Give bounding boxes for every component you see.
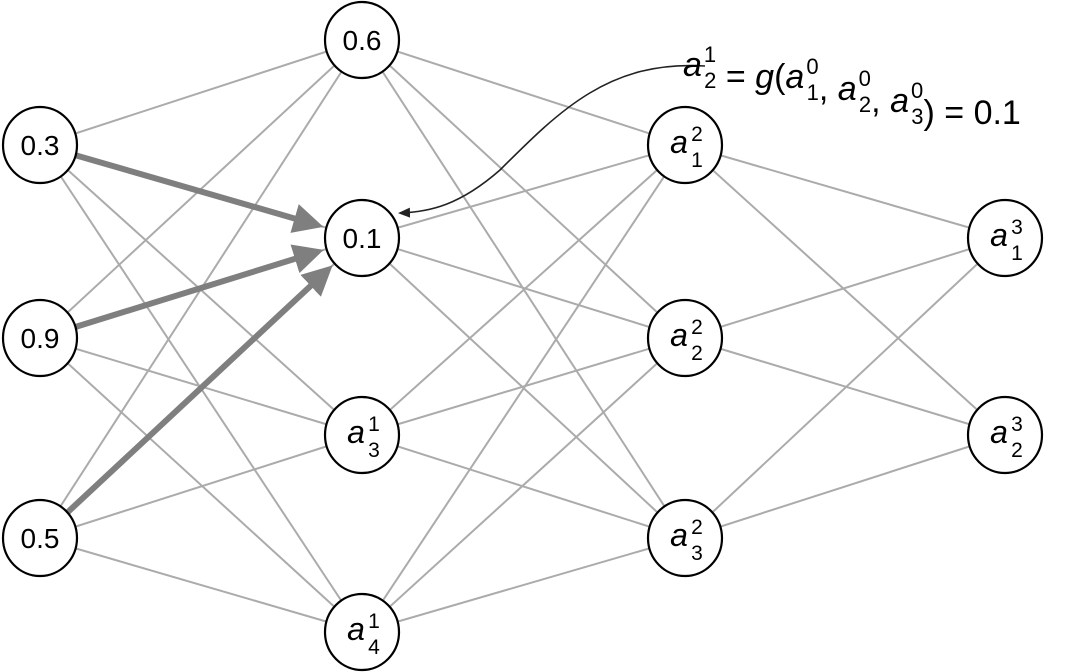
node-value: 0.3 xyxy=(21,130,60,161)
annotation-arg-1-sub: 1 xyxy=(807,80,819,105)
edge-l1n4-l2n1 xyxy=(361,144,686,633)
annotation-arrow xyxy=(398,64,706,218)
node-unit-index: 3 xyxy=(368,439,380,462)
node-circle xyxy=(1,498,79,578)
edge-l0n3-l1n4 xyxy=(39,537,363,633)
node-layer-index: 3 xyxy=(1011,413,1023,436)
node-layer0-3: 0.5 xyxy=(1,498,79,578)
highlight-arrow-input-3 xyxy=(65,265,333,515)
annotation-arg-2-sup: 0 xyxy=(859,66,871,91)
annotation-lhs-base: a xyxy=(683,46,702,84)
annotation-lhs-sup: 1 xyxy=(704,42,716,67)
node-layer1-1: 0.6 xyxy=(323,0,401,80)
edge-l1n3-l2n3 xyxy=(361,434,686,539)
edge-l1n3-l2n2 xyxy=(361,337,686,436)
node-layer0-2: 0.9 xyxy=(1,298,79,378)
annotation-arg-2-sub: 2 xyxy=(859,92,871,117)
node-variable: a xyxy=(990,217,1008,253)
node-value: 0.1 xyxy=(343,223,382,254)
node-circle xyxy=(646,105,724,185)
edge-l2n1-l3n1 xyxy=(684,144,1006,239)
node-layer-index: 3 xyxy=(1011,216,1023,239)
edge-l2n2-l3n2 xyxy=(684,337,1006,436)
node-circle xyxy=(646,298,724,378)
edge-l2n2-l3n1 xyxy=(684,237,1006,339)
edge-l1n1-l2n2 xyxy=(361,39,686,339)
node-variable: a xyxy=(670,317,688,353)
highlight-arrow-input-1 xyxy=(74,152,324,233)
highlighted-inputs xyxy=(65,152,333,515)
annotation-function: g xyxy=(755,58,774,96)
annotation-arg-2-base: a xyxy=(838,70,857,108)
node-layer-index: 1 xyxy=(368,413,380,436)
node-unit-index: 3 xyxy=(691,542,703,565)
annotation-paren-open: ( xyxy=(774,58,786,96)
annotation-result: 0.1 xyxy=(974,94,1021,132)
edges xyxy=(39,39,1006,633)
annotation-equals: = xyxy=(716,58,755,96)
annotation-separator: , xyxy=(819,70,838,108)
node-layer-index: 1 xyxy=(368,610,380,633)
highlight-arrow-input-2 xyxy=(74,244,324,330)
edge-l2n3-l3n1 xyxy=(684,237,1006,539)
annotation-lhs-sub: 2 xyxy=(704,68,716,93)
node-layer-index: 2 xyxy=(691,316,703,339)
annotation-equals-2: = xyxy=(935,94,974,132)
node-unit-index: 4 xyxy=(368,636,380,659)
node-circle xyxy=(323,0,401,80)
node-value: 0.6 xyxy=(343,25,382,56)
node-circle xyxy=(323,592,401,672)
node-variable: a xyxy=(990,414,1008,450)
node-unit-index: 1 xyxy=(691,149,703,172)
node-layer1-2: 0.1 xyxy=(323,198,401,278)
node-variable: a xyxy=(670,517,688,553)
edge-l1n1-l2n1 xyxy=(361,39,686,146)
node-unit-index: 1 xyxy=(1011,242,1023,265)
node-variable: a xyxy=(347,414,365,450)
edge-l2n3-l3n2 xyxy=(684,434,1006,539)
edge-l0n3-l1n3 xyxy=(39,434,363,539)
node-layer0-1: 0.3 xyxy=(1,105,79,185)
annotation-arg-3-base: a xyxy=(890,82,909,120)
edge-l0n2-l1n4 xyxy=(39,337,363,633)
edge-l1n2-l2n1 xyxy=(361,144,686,239)
node-value: 0.5 xyxy=(21,523,60,554)
node-unit-index: 2 xyxy=(1011,439,1023,462)
annotation-arg-3-sub: 3 xyxy=(911,104,923,129)
node-circle xyxy=(323,198,401,278)
node-circle xyxy=(966,395,1044,475)
edge-l1n4-l2n2 xyxy=(361,337,686,633)
node-circle xyxy=(323,395,401,475)
annotation-separator: , xyxy=(871,82,890,120)
node-variable: a xyxy=(670,124,688,160)
node-layer-index: 2 xyxy=(691,516,703,539)
edge-l2n1-l3n2 xyxy=(684,144,1006,436)
node-circle xyxy=(646,498,724,578)
node-circle xyxy=(1,298,79,378)
annotation-arg-1-base: a xyxy=(785,58,804,96)
node-circle xyxy=(966,198,1044,278)
annotation-arg-1-sup: 0 xyxy=(806,54,818,79)
node-value: 0.9 xyxy=(21,323,60,354)
node-variable: a xyxy=(347,611,365,647)
node-unit-index: 2 xyxy=(691,342,703,365)
edge-l1n2-l2n2 xyxy=(361,237,686,339)
annotation-paren-close: ) xyxy=(924,94,935,132)
node-layer-index: 2 xyxy=(691,123,703,146)
edge-l0n1-l1n1 xyxy=(39,39,363,146)
annotation-arg-3-sup: 0 xyxy=(911,78,923,103)
edge-l1n4-l2n3 xyxy=(361,537,686,633)
edge-l1n3-l2n1 xyxy=(361,144,686,436)
node-circle xyxy=(1,105,79,185)
